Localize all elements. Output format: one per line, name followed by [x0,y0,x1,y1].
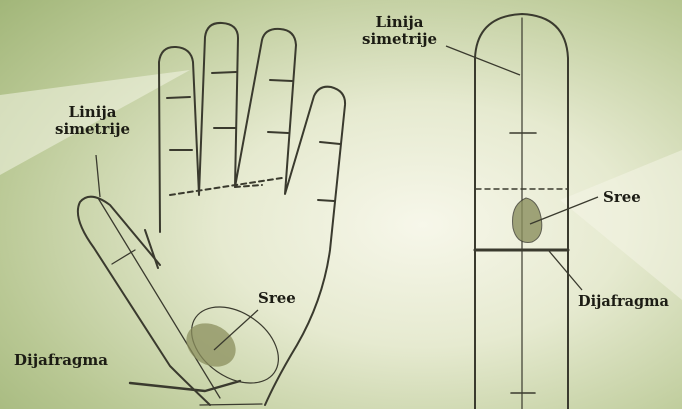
hand-symmetry-label-line-2: simetrije [55,121,130,138]
finger-symmetry-label: Linija simetrije [362,14,437,48]
hand-symmetry-label-line-1: Linija [55,104,130,121]
finger-symmetry-label-line-2: simetrije [362,31,437,48]
hand-heart-label: Sree [258,290,296,307]
finger-diaphragm-label: Dijafragma [578,293,669,310]
finger-heart-label: Sree [603,189,641,206]
finger-symmetry-label-line-1: Linija [362,14,437,31]
hand-symmetry-label: Linija simetrije [55,104,130,138]
hand-diaphragm-label: Dijafragma [14,352,108,369]
